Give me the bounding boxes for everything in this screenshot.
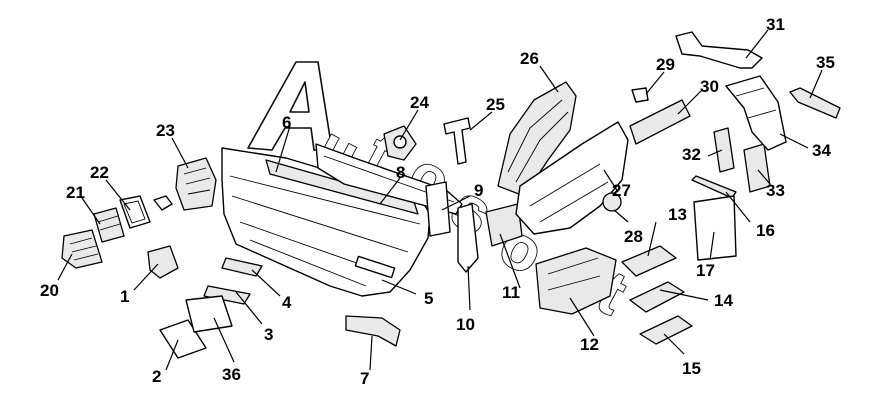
callout-1: 1 [120, 287, 129, 306]
part-21-lens [93, 207, 125, 243]
callout-36: 36 [222, 365, 241, 384]
part-24-horn [383, 125, 417, 161]
part-14-step [629, 281, 685, 313]
callout-25: 25 [486, 95, 505, 114]
part-9-10-brackets [425, 181, 523, 273]
callout-16: 16 [756, 221, 775, 240]
callout-20: 20 [40, 281, 59, 300]
callout-31: 31 [766, 15, 785, 34]
callout-5: 5 [424, 289, 433, 308]
part-5-front-bumper [221, 147, 431, 297]
part-20-lamp [61, 229, 103, 269]
callout-22: 22 [90, 163, 109, 182]
callout-33: 33 [766, 181, 785, 200]
callout-3: 3 [264, 325, 273, 344]
callout-8: 8 [396, 163, 405, 182]
callout-10: 10 [456, 315, 475, 334]
callout-24: 24 [410, 93, 429, 112]
part-32-reflector [713, 127, 735, 173]
part-4-step [221, 257, 263, 277]
callout-7: 7 [360, 369, 369, 388]
callout-6: 6 [282, 113, 291, 132]
part-28-plug [602, 192, 622, 212]
part-34-rear-panel [725, 75, 787, 151]
callout-35: 35 [816, 53, 835, 72]
callout-12: 12 [580, 335, 599, 354]
part-1-bracket [147, 245, 179, 279]
callout-34: 34 [812, 141, 831, 160]
watermark-letter-a-shape [247, 61, 333, 151]
callout-30: 30 [700, 77, 719, 96]
callout-23: 23 [156, 121, 175, 140]
part-35-light [789, 87, 841, 119]
part-36-plate [185, 295, 233, 333]
callout-27: 27 [612, 181, 631, 200]
part-29-clip [631, 87, 649, 103]
callout-2: 2 [152, 367, 161, 386]
callout-32: 32 [682, 145, 701, 164]
callout-21: 21 [66, 183, 85, 202]
part-7-trim [345, 315, 401, 347]
callout-13: 13 [668, 205, 687, 224]
part-31-bracket [675, 31, 763, 69]
part-33-reflector [743, 143, 771, 193]
callout-9: 9 [474, 181, 483, 200]
callout-14: 14 [714, 291, 733, 310]
part-25-strut [443, 117, 471, 165]
part-17-plate [693, 195, 737, 261]
callout-4: 4 [282, 293, 292, 312]
callout-17: 17 [696, 261, 715, 280]
callout-29: 29 [656, 55, 675, 74]
part-2-plate [159, 319, 207, 359]
callout-11: 11 [502, 283, 520, 302]
part-3-step [203, 285, 251, 305]
part-12-mudguard [535, 247, 617, 315]
part-23-headlamp [153, 157, 217, 211]
callout-15: 15 [682, 359, 701, 378]
leader-lines [57, 29, 823, 371]
part-16-strip [691, 175, 737, 199]
callouts: 1 2 3 4 5 6 7 8 9 10 11 12 13 14 15 16 1… [40, 15, 835, 388]
callout-26: 26 [520, 49, 539, 68]
callout-28: 28 [624, 227, 643, 246]
part-30-panel [629, 99, 691, 145]
part-13-step [621, 245, 677, 277]
part-15-step [639, 315, 693, 345]
part-22-gasket [119, 195, 151, 229]
